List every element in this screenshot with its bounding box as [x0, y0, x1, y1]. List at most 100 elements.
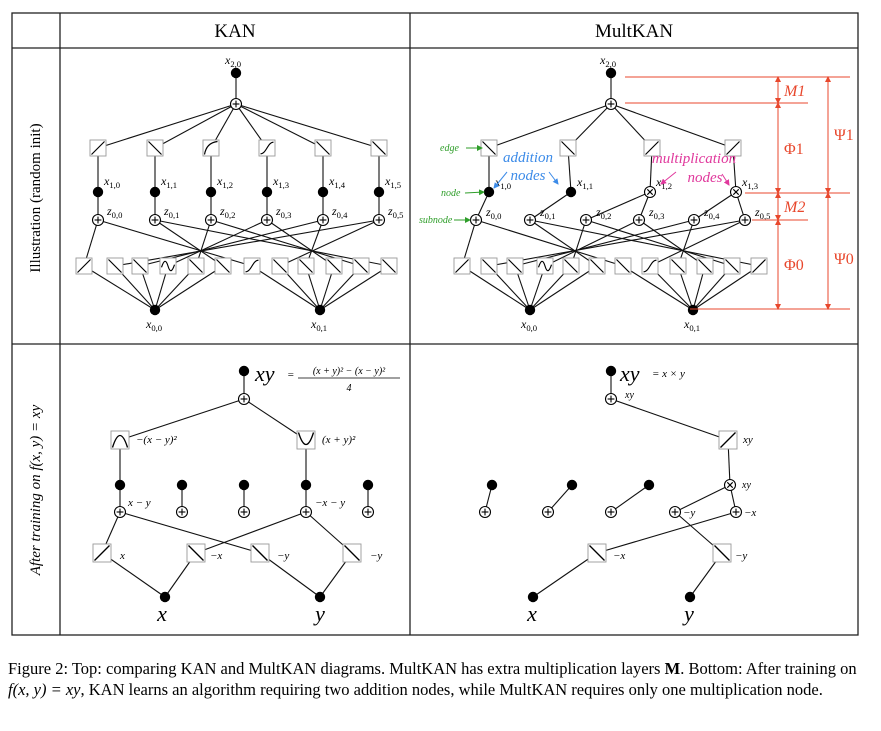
hidden-node [362, 479, 374, 491]
table-grid [11, 12, 859, 636]
sub-edge [529, 191, 572, 221]
mult-subnode [729, 185, 743, 199]
layer0-edge [529, 219, 598, 267]
mult-fn: xy [742, 434, 753, 446]
node-label: x1,3 [272, 174, 289, 190]
add-subnode [204, 213, 218, 227]
activation-box [186, 543, 206, 563]
layer0-edge [154, 219, 224, 267]
activation-curve [508, 259, 522, 273]
add-subnode [541, 505, 555, 519]
activation-box [75, 257, 93, 275]
activation-box [92, 543, 112, 563]
add-subnode [668, 505, 682, 519]
node-label: z0,0 [485, 205, 501, 221]
hidden-node [643, 479, 655, 491]
input-edge [461, 265, 531, 311]
output-node [605, 365, 617, 377]
hidden-node [176, 479, 188, 491]
output-node [230, 67, 242, 79]
kan-fn-right: (x + y)² [322, 434, 356, 446]
add-subnode [604, 505, 618, 519]
activation-box [202, 139, 220, 157]
activation-box [146, 139, 164, 157]
input-node [149, 304, 161, 316]
node-label: z0,2 [219, 204, 235, 220]
caption-part-2: . Bottom: After training on [680, 659, 857, 678]
bottom-mult-labels: xy = x × y xy xy xy −y −x −x −y x y [526, 361, 756, 626]
input-node [684, 591, 696, 603]
activation-box [480, 139, 498, 157]
hidden-to-sum-edge [154, 103, 237, 149]
node-label: x2,0 [599, 53, 616, 69]
activation-curve [216, 259, 230, 273]
diagram-top-kan: x1,0z0,0x1,1z0,1x1,2z0,2x1,3z0,3x1,4z0,4… [75, 53, 403, 333]
node-label: x1,4 [328, 174, 346, 190]
activation-curve [188, 545, 204, 561]
edge-line [259, 552, 321, 598]
add-subnode [729, 505, 743, 519]
activation-curve [133, 259, 147, 273]
row-label-bottom: After training on f(x, y) = xy [28, 404, 44, 576]
input-edge [622, 265, 694, 311]
input-edge [319, 265, 390, 311]
times-b [726, 481, 734, 489]
node-label: x1,5 [384, 174, 401, 190]
hidden-node [300, 479, 312, 491]
activation-frame [110, 430, 130, 450]
add-subnode [738, 213, 752, 227]
add-subnode [604, 392, 618, 406]
activation-box [271, 257, 289, 275]
activation-curve [698, 259, 712, 273]
layer0-edge [279, 219, 380, 267]
kan-edge-label-negy-2: −y [370, 550, 382, 562]
layer0-edge [154, 219, 390, 267]
layer-scale [625, 76, 850, 310]
edge-line [101, 552, 166, 598]
activation-curve [561, 141, 575, 155]
mult-top-sum: xy [624, 390, 634, 401]
hidden-node [486, 479, 498, 491]
node-label: z0,4 [331, 204, 348, 220]
hidden-to-sum-edge [235, 103, 380, 149]
activation-box [750, 257, 768, 275]
activation-frame [296, 430, 316, 450]
node-label: x1,3 [741, 175, 758, 191]
node-label: x0,0 [520, 317, 537, 333]
edge-line [243, 398, 307, 441]
add-subnode [237, 392, 251, 406]
add-subnode [632, 213, 646, 227]
activation-curve [482, 259, 496, 273]
activation-curve [752, 259, 766, 273]
mult-input-y: y [682, 601, 694, 626]
mult-nodes-label-1: multiplication [652, 151, 736, 167]
activation-curve [111, 434, 129, 448]
add-subnode [148, 213, 162, 227]
activation-curve [148, 141, 162, 155]
add-subnode [372, 213, 386, 227]
activation-box [89, 139, 107, 157]
mult-sum-label-2: −x [744, 507, 756, 519]
activation-box [250, 543, 270, 563]
activation-box [643, 139, 661, 157]
add-subnode [299, 505, 313, 519]
times-b [646, 188, 654, 196]
activation-box [296, 430, 316, 450]
activation-box [669, 257, 687, 275]
activation-box [718, 430, 738, 450]
mult-edge-label-2: −y [735, 550, 747, 562]
activation-box [106, 257, 124, 275]
activation-curve [77, 259, 91, 273]
add-subnode [579, 213, 593, 227]
node-label: x1,1 [576, 175, 593, 191]
caption-math-fxy: f(x, y) = xy [8, 680, 81, 699]
node-label: x1,0 [103, 174, 120, 190]
node-label: z0,3 [275, 204, 291, 220]
activation-curve [160, 260, 176, 272]
activation-box [562, 257, 580, 275]
activation-curve [297, 432, 315, 446]
svg-text:=: = [287, 369, 294, 381]
node-label: x0,1 [310, 317, 327, 333]
activation-box [453, 257, 471, 275]
activation-box [131, 257, 149, 275]
